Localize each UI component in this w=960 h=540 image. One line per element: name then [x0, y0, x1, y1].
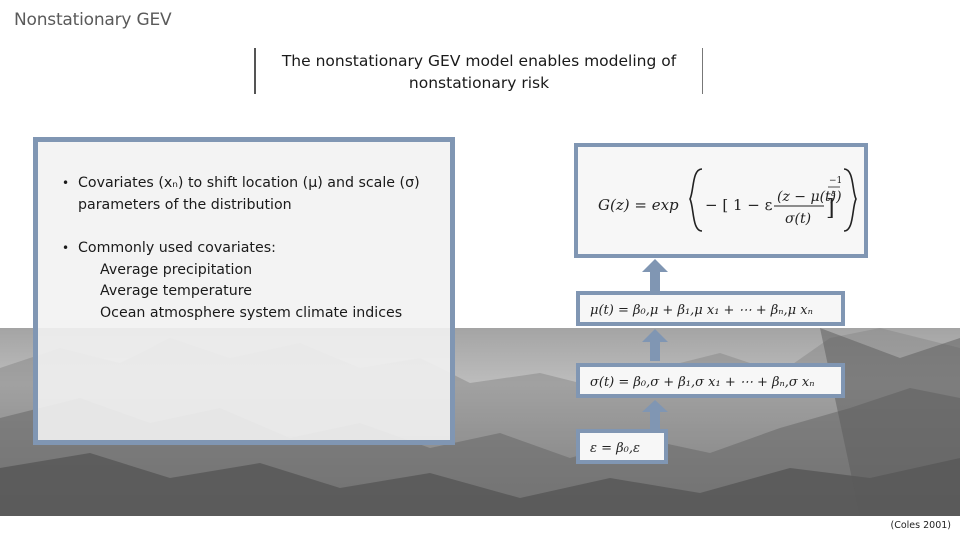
mu-equation-box: μ(t) = β₀,μ + β₁,μ x₁ + ⋯ + βₙ,μ xₙ [576, 291, 845, 326]
list-item: Average temperature [100, 283, 252, 299]
covariates-panel: • Covariates (xₙ) to shift location (μ) … [33, 137, 455, 445]
eq-g-denominator: σ(t) [785, 211, 811, 227]
sigma-equation-box: σ(t) = β₀,σ + β₁,σ x₁ + ⋯ + βₙ,σ xₙ [576, 363, 845, 398]
eq-sigma-text: σ(t) = β₀,σ + β₁,σ x₁ + ⋯ + βₙ,σ xₙ [590, 375, 815, 390]
left-brace [689, 168, 703, 232]
bullet-dot: • [62, 241, 70, 255]
subtitle-box: The nonstationary GEV model enables mode… [254, 48, 703, 94]
gev-equation-box: G(z) = exp − [ 1 − ε (z − μ(t)) σ(t) ] −… [574, 143, 868, 258]
list-item: Average precipitation [100, 261, 253, 278]
eq-mu-text: μ(t) = β₀,μ + β₁,μ x₁ + ⋯ + βₙ,μ xₙ [590, 303, 813, 318]
bullet-dot: • [62, 176, 70, 190]
slide-title: Nonstationary GEV [14, 10, 172, 30]
mu-equation: μ(t) = β₀,μ + β₁,μ x₁ + ⋯ + βₙ,μ xₙ [590, 303, 813, 318]
eq-g-numerator: (z − μ(t)) [777, 189, 842, 205]
arrow-up-icon [642, 400, 668, 429]
arrow-up-icon [642, 259, 668, 291]
citation: (Coles 2001) [890, 520, 952, 531]
subtitle-line-2: nonstationary risk [408, 74, 550, 92]
list-item: Ocean atmosphere system climate indices [100, 304, 403, 321]
covariate-list: Average precipitation Average temperatur… [78, 260, 448, 325]
epsilon-equation-box: ε = β₀,ε [576, 429, 668, 464]
eq-g-inner: − [ 1 − ε [705, 196, 773, 214]
sigma-equation: σ(t) = β₀,σ + β₁,σ x₁ + ⋯ + βₙ,σ xₙ [590, 375, 815, 390]
eq-g-exp-top: −1 [829, 176, 842, 186]
bullet-covariates-shift: • Covariates (xₙ) to shift location (μ) … [62, 173, 438, 216]
subtitle-line-1: The nonstationary GEV model enables mode… [281, 52, 677, 70]
bullet-text: Covariates (xₙ) to shift location (μ) an… [78, 175, 420, 213]
epsilon-equation: ε = β₀,ε [590, 441, 640, 456]
bullet-common-covariates: • Commonly used covariates: Average prec… [62, 238, 448, 325]
arrow-up-icon [642, 329, 668, 361]
eq-g-exp-bottom: ε [831, 189, 836, 199]
right-brace [843, 168, 857, 232]
bullet-text: Commonly used covariates: [78, 240, 276, 256]
gev-equation: G(z) = exp − [ 1 − ε (z − μ(t)) σ(t) ] −… [598, 168, 857, 232]
eq-g-lhs: G(z) = exp [598, 196, 679, 214]
right-bracket: ] [826, 196, 835, 221]
eq-epsilon-text: ε = β₀,ε [590, 441, 640, 456]
